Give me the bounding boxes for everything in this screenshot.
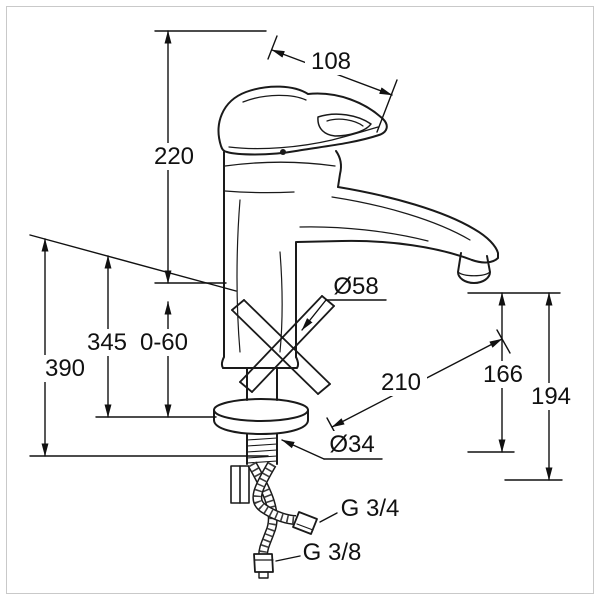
faucet-drawing <box>213 85 499 579</box>
dim-label-thread-small: G 3/8 <box>303 539 362 566</box>
supply-hoses <box>247 461 297 557</box>
halo-dia34 <box>326 431 378 457</box>
halo-dia58 <box>326 272 386 298</box>
dimension-labels: 108 220 390 345 0-60 Ø58 210 166 194 Ø34… <box>39 48 576 566</box>
lever-handle <box>217 85 388 156</box>
halo-210 <box>375 369 427 396</box>
dim-label-spout-reach: 210 <box>381 369 421 396</box>
halo-345 <box>82 329 132 356</box>
mounting-bracket <box>231 295 335 395</box>
clamping-stud <box>230 465 250 504</box>
aerator <box>457 252 491 284</box>
hose-fitting-g34 <box>292 511 318 535</box>
mounting-washer <box>213 398 309 435</box>
cartridge-housing <box>224 149 342 194</box>
halo-108 <box>305 48 357 75</box>
spout <box>296 186 499 264</box>
dim-label-shank-diameter: Ø34 <box>329 431 374 458</box>
threaded-shank <box>246 367 278 465</box>
halo-220 <box>148 143 200 170</box>
dimension-dia34-leader <box>281 439 383 460</box>
dim-label-outlet-166: 166 <box>483 361 523 388</box>
dim-label-height-390: 390 <box>45 355 85 382</box>
dim-label-height-345: 345 <box>87 329 127 356</box>
hose-g34 <box>252 461 297 525</box>
dim-label-height-top: 220 <box>154 143 194 170</box>
dim-label-outlet-194: 194 <box>531 383 571 410</box>
halo-0-60 <box>133 329 195 356</box>
thread-g38-leader <box>275 555 301 562</box>
halo-194 <box>526 383 576 410</box>
dim-label-body-diameter: Ø58 <box>333 273 378 300</box>
halo-390 <box>39 355 91 382</box>
thread-g34-leader <box>319 512 338 523</box>
halo-166 <box>478 361 528 388</box>
dimension-390 <box>29 234 269 457</box>
faucet-body <box>220 151 300 369</box>
dimension-dia58-leader <box>301 299 387 331</box>
dim-label-thread-large: G 3/4 <box>341 495 400 522</box>
temp-indicator-dot <box>280 149 286 155</box>
dim-label-handle-length: 108 <box>311 48 351 75</box>
dim-label-deck-range: 0-60 <box>140 329 188 356</box>
hose-fitting-g38 <box>253 553 274 579</box>
